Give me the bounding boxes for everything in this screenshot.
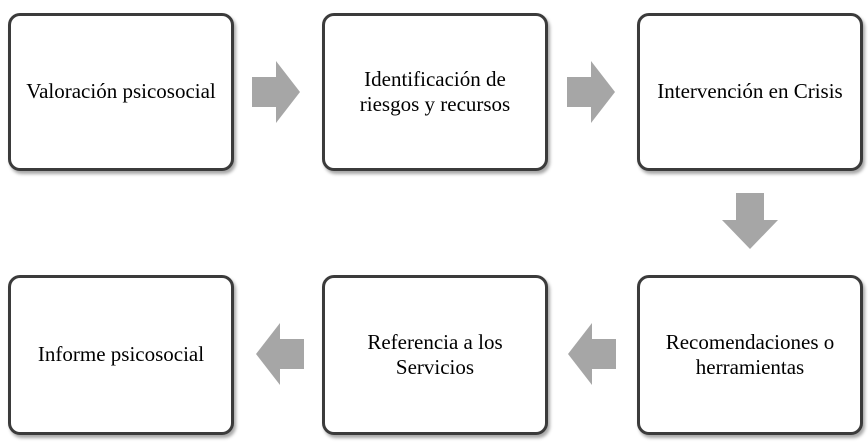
step-label: Valoración psicosocial	[26, 79, 216, 104]
step-label-line2: Servicios	[395, 355, 475, 379]
arrow-left-icon	[568, 323, 616, 385]
step-label-line2: herramientas	[695, 355, 805, 379]
arrow-right-icon	[252, 61, 300, 123]
step-identificacion-riesgos: Identificación de riesgos y recursos	[322, 13, 548, 171]
step-intervencion-crisis: Intervención en Crisis	[637, 13, 863, 171]
step-label-line1: Recomendaciones o	[665, 329, 835, 354]
step-referencia-servicios: Referencia a los Servicios	[322, 275, 548, 435]
step-valoracion-psicosocial: Valoración psicosocial	[8, 13, 234, 171]
step-label-line1: Identificación de	[364, 66, 506, 91]
step-label: Intervención en Crisis	[657, 79, 843, 104]
step-label-line2: riesgos y recursos	[359, 92, 511, 116]
step-label-line1: Referencia a los	[367, 329, 503, 354]
arrow-left-icon	[256, 323, 304, 385]
arrow-down-icon	[722, 193, 778, 249]
step-label: Informe psicosocial	[37, 342, 205, 367]
step-informe-psicosocial: Informe psicosocial	[8, 275, 234, 435]
arrow-right-icon	[567, 61, 615, 123]
step-recomendaciones-herramientas: Recomendaciones o herramientas	[637, 275, 863, 435]
